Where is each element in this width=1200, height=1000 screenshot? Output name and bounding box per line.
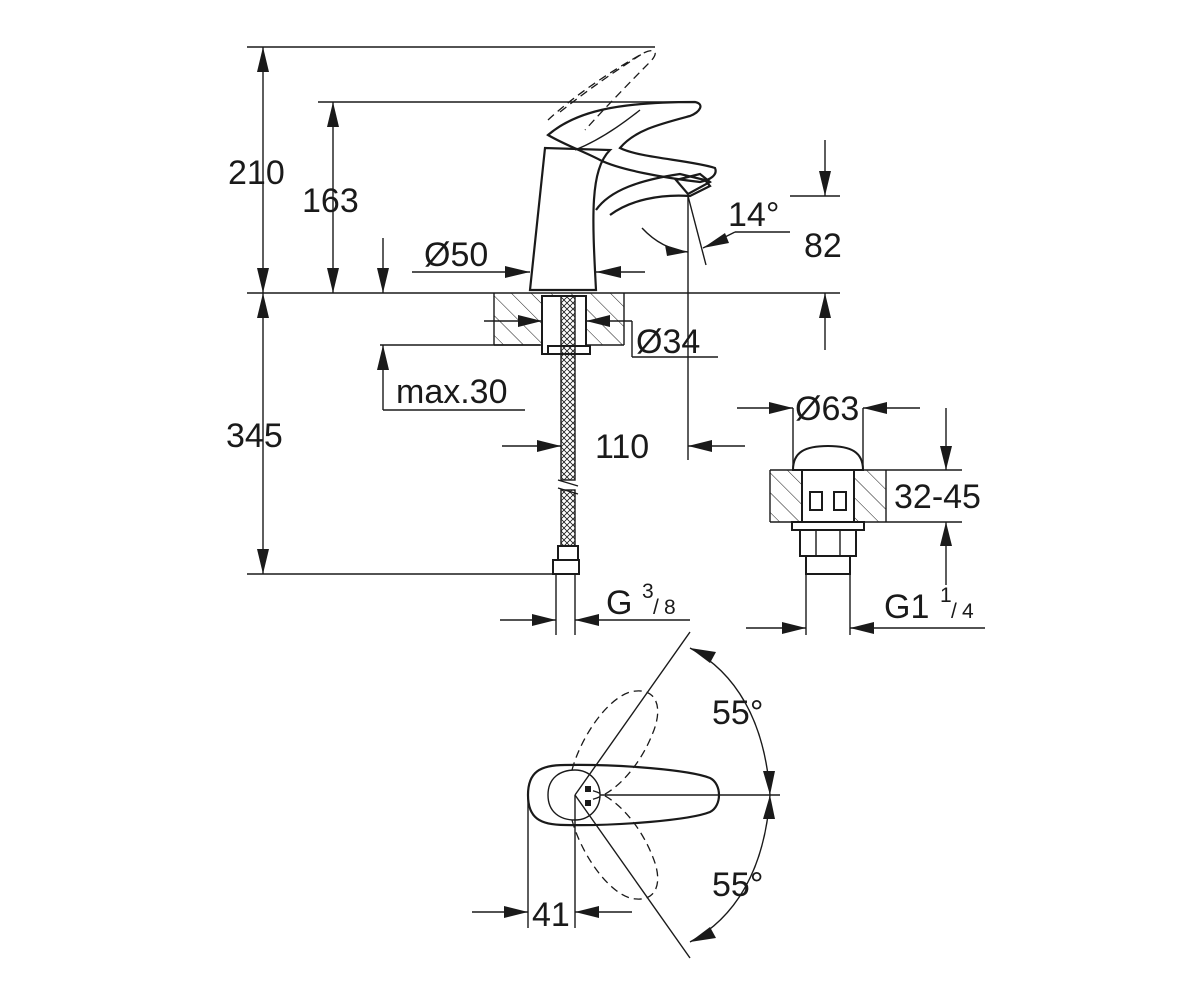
supply-hose bbox=[552, 295, 580, 635]
thread-waste-prefix: G1 bbox=[884, 588, 929, 626]
thread-hose-den: 8 bbox=[664, 596, 676, 619]
dimension-345: 345 bbox=[226, 293, 283, 574]
thread-hose-num: 3 bbox=[642, 580, 654, 603]
dimension-d50: Ø50 bbox=[412, 236, 645, 278]
dimension-d34: Ø34 bbox=[484, 315, 718, 361]
dim-shank-diameter: Ø34 bbox=[636, 323, 700, 361]
thread-hose-prefix: G bbox=[606, 584, 632, 622]
dimension-32-45: 32-45 bbox=[886, 408, 981, 585]
dimension-210: 210 bbox=[228, 47, 285, 293]
dim-handle-offset: 41 bbox=[532, 896, 570, 934]
dimension-14deg: 14° bbox=[641, 195, 790, 460]
dim-below-deck: 345 bbox=[226, 417, 283, 455]
dimension-max30: max.30 bbox=[377, 238, 525, 411]
dimension-41: 41 bbox=[472, 896, 632, 934]
dim-total-height: 210 bbox=[228, 154, 285, 192]
dim-base-diameter: Ø50 bbox=[424, 236, 488, 274]
dimension-163: 163 bbox=[302, 102, 359, 293]
thread-waste-num: 1 bbox=[940, 584, 952, 607]
faucet-body bbox=[528, 49, 717, 292]
thread-waste-slash: / bbox=[951, 600, 957, 623]
dim-spout-angle: 14° bbox=[728, 196, 779, 234]
popup-waste bbox=[769, 444, 962, 635]
dim-waste-range: 32-45 bbox=[894, 478, 981, 516]
dimension-82: 82 bbox=[804, 140, 842, 350]
dim-outlet-height: 82 bbox=[804, 227, 842, 265]
dim-swing-down: 55° bbox=[712, 866, 763, 904]
dimension-55-up: 55° bbox=[712, 694, 763, 732]
thread-waste-den: 4 bbox=[962, 600, 974, 623]
dim-spout-height: 163 bbox=[302, 182, 359, 220]
dim-swing-up: 55° bbox=[712, 694, 763, 732]
dimension-110: 110 bbox=[502, 428, 745, 466]
dim-max-thickness: max.30 bbox=[396, 373, 508, 411]
dim-projection: 110 bbox=[595, 428, 649, 466]
thread-hose-slash: / bbox=[653, 596, 659, 619]
dimension-d63: Ø63 bbox=[737, 390, 920, 470]
dim-waste-diameter: Ø63 bbox=[795, 390, 859, 428]
top-view bbox=[526, 631, 780, 959]
dimension-g38: G 3 / 8 bbox=[500, 580, 690, 626]
dimension-g114: G1 1 / 4 bbox=[746, 584, 985, 634]
dimension-55-down: 55° bbox=[712, 866, 763, 904]
